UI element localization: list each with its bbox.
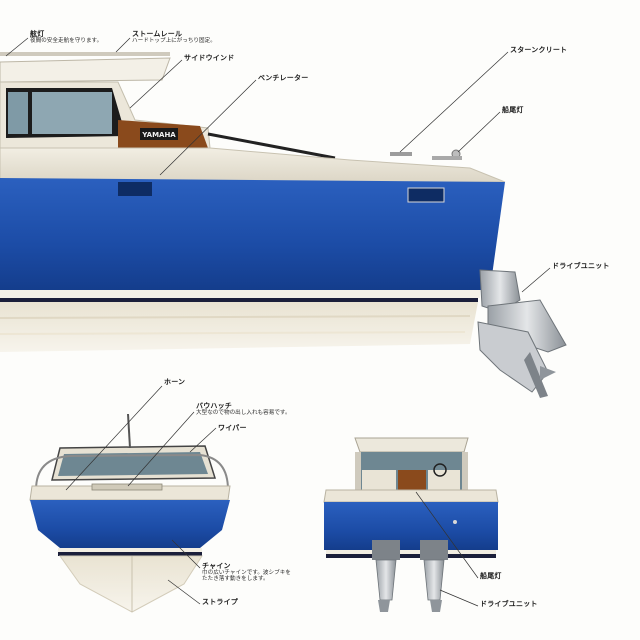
transom [324,502,498,550]
label-horn: ホーン [164,378,185,386]
side-view-boat: YAMAHA [0,52,567,398]
bow-view-boat [29,413,231,613]
bow-stripe-dark [58,552,202,556]
deck [0,147,506,183]
chine-desc: 巾の広いチャインです。波シブキを [202,570,291,577]
navigation-light-title: 舷灯 [30,30,45,38]
stripe-white [0,290,480,298]
bow-hatch [91,483,163,491]
hull-vent [118,182,152,196]
label-drive-unit-bottom: ドライブユニット [480,600,538,608]
side-window-title: サイドウインド [184,54,235,62]
stern-light-top-title: 船尾灯 [502,106,524,114]
brand-logo: YAMAHA [141,131,176,139]
chine-desc-2: たたき落す動きをします。 [202,576,269,583]
ventilator-title: ベンチレーター [258,74,309,82]
cleat [390,152,412,156]
bow-lower-hull [59,555,203,613]
stern-hardtop [354,437,469,453]
chine-title: チャイン [202,562,231,570]
bow-stripe-white [58,548,202,552]
label-chine: チャイン 巾の広いチャインです。波シブキを たたき落す動きをします。 [202,562,291,583]
label-wiper: ワイパー [218,424,247,432]
label-stern-light-bottom: 船尾灯 [480,572,502,580]
hardtop-roof [0,57,171,83]
storm-rail-title: ストームレール [132,30,183,38]
window-pane-2 [32,92,112,134]
lower-hull [0,302,478,352]
bow-hatch-title: バウハッチ [196,402,232,410]
bow-rail [35,453,229,491]
stripe-dark [0,298,478,302]
stern-deck [323,489,499,503]
bow-blue-hull [30,500,230,548]
stern-view-boat [323,437,499,612]
stern-vent [407,187,445,203]
stern-cleat-title: スターンクリート [510,46,568,54]
label-ventilator: ベンチレーター [258,74,308,82]
stern-light-lamp-rear [453,520,457,524]
label-storm-rail: ストームレール ハードトップ上にがっちり固定。 [132,30,216,44]
horn [127,413,131,449]
brand-plate [140,128,178,140]
label-bow-hatch: バウハッチ 大型なので物の出し入れも容易です。 [196,402,291,416]
stern-light-bottom-title: 船尾灯 [480,572,502,580]
blue-hull [0,178,505,290]
navigation-light-desc: 夜間の安全走航を守ります。 [30,38,103,45]
drive-unit-bottom-title: ドライブユニット [480,600,538,608]
label-drive-unit-top: ドライブユニット [552,262,610,270]
storm-rail-desc: ハードトップ上にがっちり固定。 [132,38,216,45]
label-navigation-light: 舷灯 夜間の安全走航を守ります。 [30,30,102,44]
bow-hatch-desc: 大型なので物の出し入れも容易です。 [196,410,291,417]
wiper-title: ワイパー [218,424,247,432]
drive-unit-twin [372,540,448,612]
horn-title: ホーン [164,378,186,386]
window-pane-1 [8,92,28,134]
label-stern-cleat: スターンクリート [510,46,567,54]
hand-rail [207,132,336,160]
drive-unit-top-title: ドライブユニット [552,262,610,270]
label-stern-light-top: 船尾灯 [502,106,524,114]
label-stripe: ストライプ [202,598,238,606]
stripe-title: ストライプ [202,598,238,606]
leader-lines [5,37,551,607]
storm-rail-bar [0,52,170,56]
label-side-window: サイドウインド [184,54,234,62]
drive-unit-side [477,269,567,398]
